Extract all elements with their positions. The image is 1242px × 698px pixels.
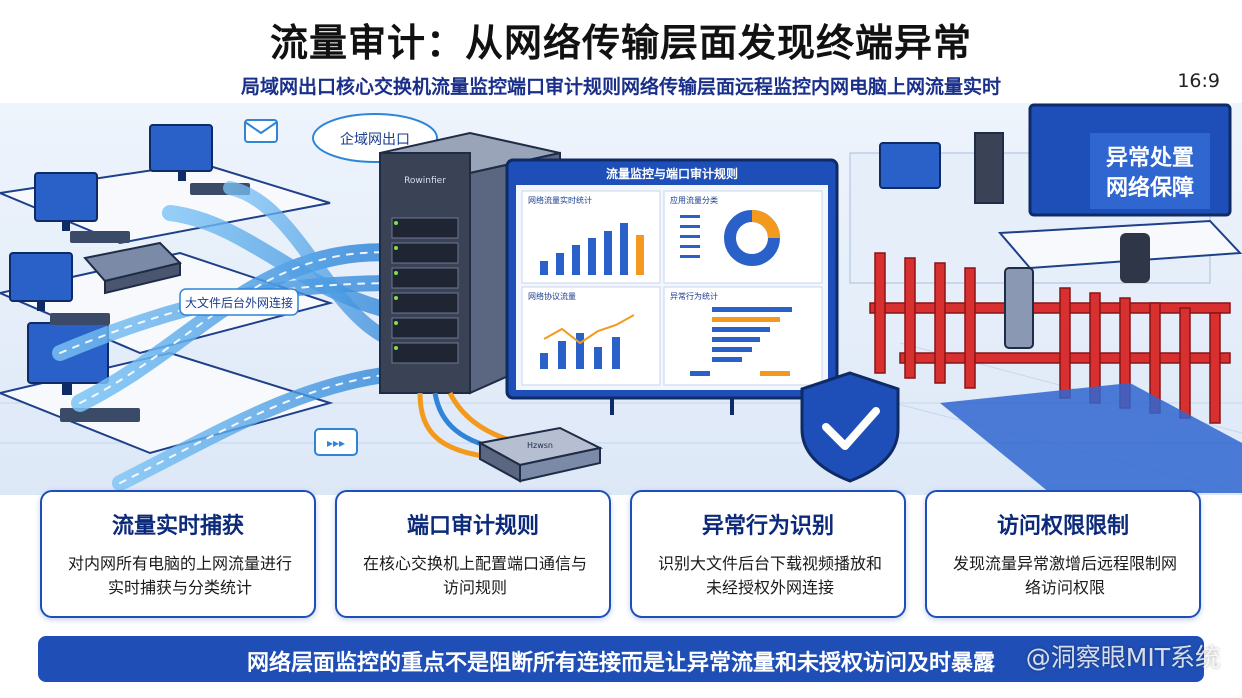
- shield-check-icon: [800, 371, 900, 483]
- small-switch-brand: Hzwsn: [527, 441, 553, 450]
- card-access-limit: 访问权限限制 发现流量异常激增后远程限制网络访问权限: [925, 490, 1201, 618]
- monitor-icon: [9, 252, 73, 311]
- alert-screen: 异常处置 网络保障: [1028, 103, 1232, 217]
- panel-title-1: 网络流量实时统计: [528, 195, 592, 205]
- card-title: 流量实时捕获: [111, 514, 244, 539]
- feature-cards: 流量实时捕获 对内网所有电脑的上网流量进行实时捕获与分类统计 端口审计规则 在核…: [0, 490, 1242, 625]
- chair-icon: [1120, 233, 1150, 283]
- card-traffic-capture: 流量实时捕获 对内网所有电脑的上网流量进行实时捕获与分类统计: [40, 490, 316, 618]
- mail-icon: [244, 119, 278, 143]
- keyboard-icon: [70, 231, 130, 243]
- dashboard-title: 流量监控与端口审计规则: [606, 166, 738, 181]
- card-body: 发现流量异常激增后远程限制网络访问权限: [952, 554, 1177, 597]
- access-switch-icon: Hzwsn: [477, 426, 604, 483]
- pc-tower-icon: [974, 132, 1004, 204]
- page-subtitle: 局域网出口核心交换机流量监控端口审计规则网络传输层面远程监控内网电脑上网流量实时: [240, 76, 1001, 98]
- stream-label: 大文件后台外网连接: [185, 295, 293, 310]
- svg-text:▸▸▸: ▸▸▸: [327, 436, 345, 450]
- red-fence: [869, 252, 1231, 424]
- audit-dashboard: 流量监控与端口审计规则 网络流量实时统计 应用流量分类 网络协议流量 异常行为统…: [505, 158, 839, 415]
- card-body: 识别大文件后台下载视频播放和未经授权外网连接: [657, 554, 882, 597]
- panel-title-2: 应用流量分类: [670, 195, 718, 205]
- network-illustration: 大文件后台外网连接 企域网出口 ▸▸▸ Rowinfier: [0, 103, 1242, 495]
- edge-switch-icon: [83, 241, 182, 295]
- gate-post-icon: [1004, 267, 1034, 349]
- screen-label-1: 异常处置: [1106, 145, 1194, 171]
- aspect-ratio-label: 16:9: [1177, 70, 1220, 92]
- keyboard-icon: [60, 408, 140, 422]
- keyboard-icon: [50, 313, 110, 325]
- summary-banner: 网络层面监控的重点不是阻断所有连接而是让异常流量和未授权访问及时暴露: [38, 636, 1204, 682]
- monitor-icon: [879, 142, 941, 189]
- summary-text: 网络层面监控的重点不是阻断所有连接而是让异常流量和未授权访问及时暴露: [246, 651, 995, 676]
- stream-label-tag: 大文件后台外网连接: [179, 288, 299, 316]
- card-title: 访问权限限制: [996, 514, 1129, 539]
- panel-title-3: 网络协议流量: [528, 291, 576, 301]
- panel-title-4: 异常行为统计: [670, 291, 718, 301]
- floor-panel: [940, 383, 1242, 493]
- server-brand: Rowinfier: [404, 176, 446, 186]
- page-title: 流量审计：从网络传输层面发现终端异常: [269, 21, 972, 65]
- card-body: 对内网所有电脑的上网流量进行实时捕获与分类统计: [67, 554, 292, 597]
- card-port-audit: 端口审计规则 在核心交换机上配置端口通信与访问规则: [335, 490, 611, 618]
- forward-message-icon: ▸▸▸: [314, 428, 358, 456]
- cloud-label: 企域网出口: [340, 131, 410, 148]
- screen-label-2: 网络保障: [1106, 175, 1194, 201]
- card-anomaly-detection: 异常行为识别 识别大文件后台下载视频播放和未经授权外网连接: [630, 490, 906, 618]
- monitor-icon: [149, 124, 213, 181]
- card-title: 端口审计规则: [406, 514, 539, 539]
- card-title: 异常行为识别: [701, 514, 834, 539]
- card-body: 在核心交换机上配置端口通信与访问规则: [362, 554, 587, 597]
- monitor-icon: [34, 172, 98, 231]
- watermark: @洞察眼MIT系统: [1025, 643, 1220, 672]
